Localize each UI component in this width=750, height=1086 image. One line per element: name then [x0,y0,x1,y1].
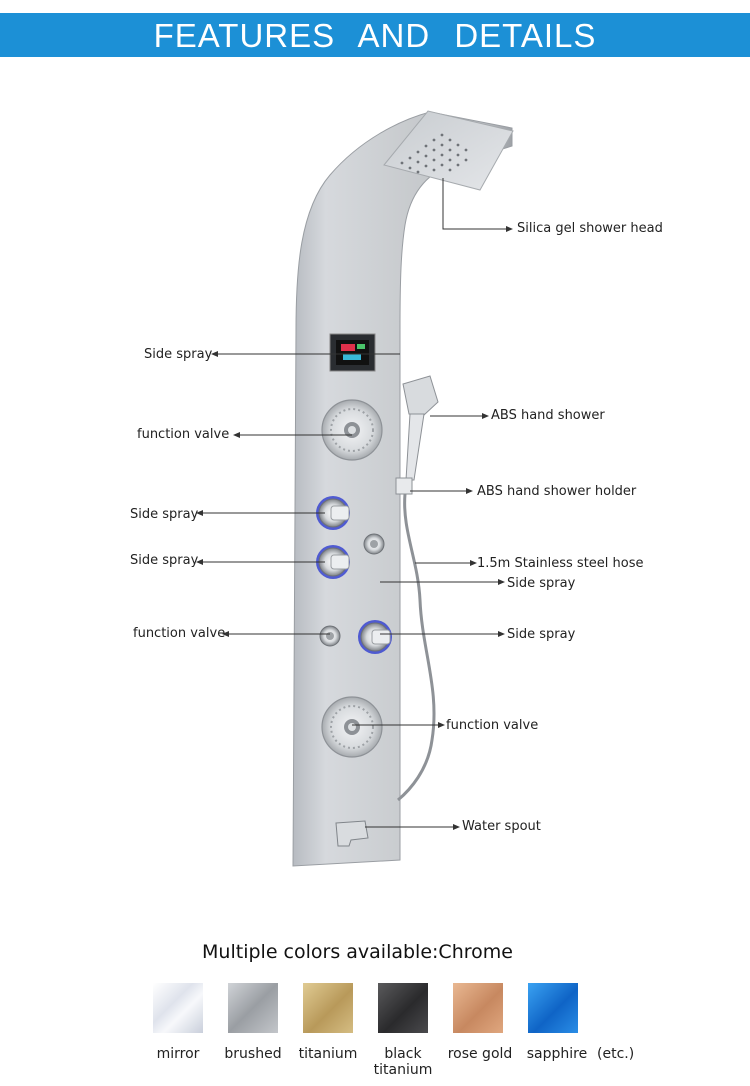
rose-gold-swatch [453,983,503,1033]
label-side-spray-display: Side spray [144,347,213,362]
water-spout [335,820,369,847]
mirror-swatch [153,983,203,1033]
label-water-spout: Water spout [462,819,541,834]
titanium-swatch [303,983,353,1033]
hand-shower-holder [395,477,413,495]
swatch-label-sapphire: sapphire [526,1046,588,1062]
label-function-valve-top: function valve [137,427,230,442]
black-titanium-swatch [378,983,428,1033]
hand-shower-head [402,375,439,416]
label-side-spray-left-1: Side spray [130,507,199,522]
label-side-spray-right-2: Side spray [507,627,576,642]
swatch-label-brushed: brushed [224,1046,282,1062]
swatch-label-mirror: mirror [156,1046,200,1062]
stainless-hose [397,493,436,802]
colors-title: Multiple colors available:Chrome [202,941,513,963]
label-abs-hand-shower-holder: ABS hand shower holder [477,484,637,499]
swatch-label-rose-gold: rose gold [447,1046,513,1062]
label-function-valve-bottom: function valve [446,718,539,733]
banner-title: FEATURES AND DETAILS [153,17,597,54]
shower-head-plate [383,110,514,191]
label-abs-hand-shower: ABS hand shower [491,408,605,423]
brushed-swatch [228,983,278,1033]
label-function-valve-mid: function valve [133,626,226,641]
sapphire-swatch [528,983,578,1033]
header-banner: FEATURES AND DETAILS [0,13,750,57]
swatch-label-black-titanium: black titanium [358,1046,448,1078]
swatch-label-titanium: titanium [298,1046,358,1062]
swatch-label-black-line2: titanium [373,1062,433,1078]
shower-head-nozzles [400,133,468,174]
label-stainless-hose: 1.5m Stainless steel hose [477,556,644,571]
label-side-spray-left-2: Side spray [130,553,199,568]
swatch-label-black-line1: black [384,1046,422,1062]
shower-panel-body [292,111,513,867]
label-side-spray-right-1: Side spray [507,576,576,591]
label-silica-shower-head: Silica gel shower head [517,221,663,236]
swatch-etc: (etc.) [597,1046,635,1062]
